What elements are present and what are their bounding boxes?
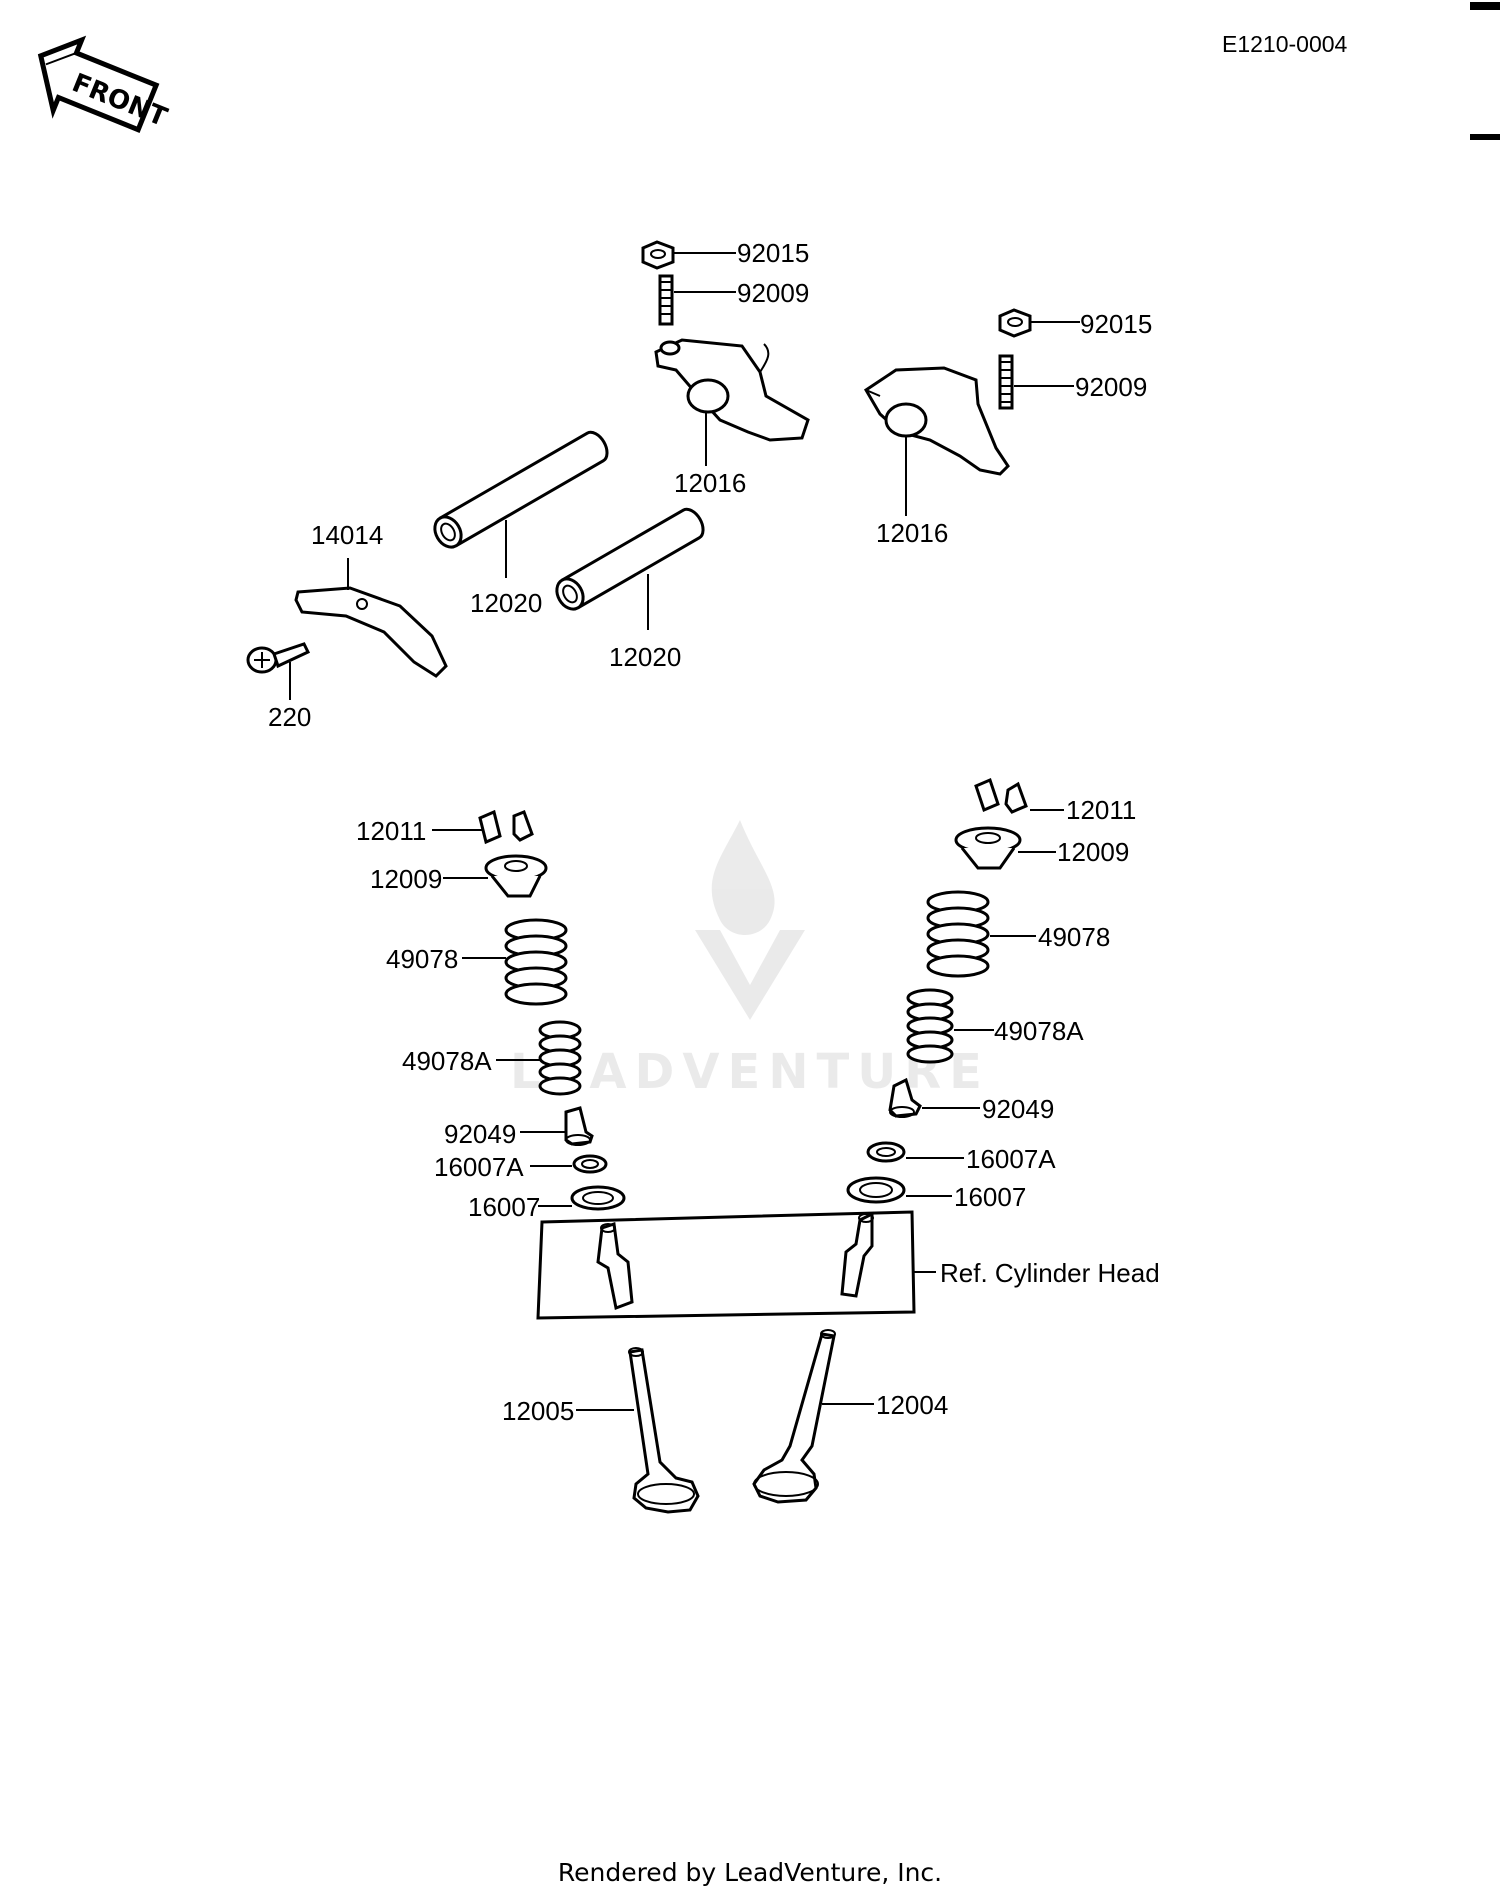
part-label-nut-right: 92015 [1080, 309, 1152, 339]
spring-retainer-icon [484, 854, 548, 898]
spring-seat-icon [866, 1141, 906, 1163]
part-label-seat-large-right: 16007 [954, 1182, 1026, 1212]
part-label-rocker-left: 12016 [674, 468, 746, 498]
spring-retainer-icon [954, 826, 1022, 870]
part-label-valve-left: 12005 [502, 1396, 574, 1426]
nut-icon [998, 308, 1032, 338]
part-label-shaft-upper: 12020 [470, 588, 542, 618]
diagram-code: E1210-0004 [1222, 31, 1348, 57]
footer-credit: Rendered by LeadVenture, Inc. [557, 1858, 943, 1887]
plate-icon [294, 586, 448, 678]
stud-icon [658, 274, 674, 326]
spring-seat-icon [572, 1154, 608, 1174]
part-label-spring-outer-right: 49078 [1038, 922, 1110, 952]
valve-spring-icon [926, 890, 990, 978]
screw-icon [246, 642, 311, 674]
part-label-rocker-right: 12016 [876, 518, 948, 548]
valve-spring-icon [906, 988, 954, 1064]
reference-label: Ref. Cylinder Head [940, 1258, 1160, 1288]
part-label-stud-top: 92009 [737, 278, 809, 308]
valve-guide-icon [596, 1222, 634, 1311]
stem-seal-icon [564, 1106, 594, 1146]
spring-seat-icon [570, 1185, 626, 1211]
front-arrow-icon: FRONT [37, 35, 171, 133]
page-edge-marks [1470, 2, 1500, 140]
stem-seal-icon [888, 1077, 922, 1118]
spring-seat-icon [846, 1176, 906, 1204]
part-label-seal-left: 92049 [444, 1119, 516, 1149]
part-label-valve-right: 12004 [876, 1390, 948, 1420]
nut-icon [641, 240, 675, 270]
valve-guide-icon [840, 1211, 874, 1298]
rocker-arm-icon [654, 338, 810, 442]
rocker-shaft-icon [555, 507, 705, 611]
exhaust-valve-icon [628, 1347, 700, 1514]
part-label-nut-top: 92015 [737, 238, 809, 268]
stud-icon [998, 354, 1014, 410]
part-label-keeper-right: 12011 [1066, 795, 1136, 825]
part-label-seat-small-right: 16007A [966, 1144, 1056, 1174]
part-label-retainer-left: 12009 [370, 864, 442, 894]
valve-spring-icon [504, 918, 568, 1006]
valve-spring-icon [538, 1020, 582, 1096]
part-label-seat-large-left: 16007 [468, 1192, 540, 1222]
part-label-spring-outer-left: 49078 [386, 944, 458, 974]
cylinder-head-reference-box [536, 1210, 916, 1320]
part-label-seal-right: 92049 [982, 1094, 1054, 1124]
part-label-screw: 220 [268, 702, 311, 732]
part-label-keeper-left: 12011 [356, 816, 426, 846]
part-label-stud-right: 92009 [1075, 372, 1147, 402]
valve-keeper-icon [974, 777, 1028, 814]
part-label-seat-small-left: 16007A [434, 1152, 524, 1182]
part-label-spring-inner-left: 49078A [402, 1046, 492, 1076]
intake-valve-icon [752, 1329, 836, 1504]
part-label-retainer-right: 12009 [1057, 837, 1129, 867]
valve-keeper-icon [478, 809, 534, 845]
part-label-spring-inner-right: 49078A [994, 1016, 1084, 1046]
rocker-arm-icon [863, 366, 1010, 476]
part-label-shaft-lower: 12020 [609, 642, 681, 672]
rocker-shaft-icon [433, 430, 609, 549]
part-label-plate: 14014 [311, 520, 383, 550]
